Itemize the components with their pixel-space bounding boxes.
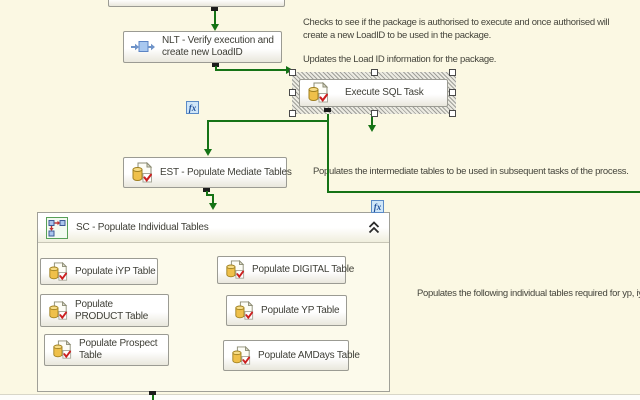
precedence-constraint[interactable] xyxy=(214,11,216,25)
task-label: Populate DIGITAL Table xyxy=(252,264,355,275)
selection-handle[interactable] xyxy=(449,89,456,96)
precedence-constraint[interactable] xyxy=(215,66,217,71)
connector-source-tick xyxy=(203,188,210,192)
annotation-intermediate-tables[interactable]: Populates the intermediate tables to be … xyxy=(313,166,629,177)
connector-source-tick xyxy=(211,7,218,11)
data-flow-task-icon xyxy=(131,41,155,52)
selection-handle[interactable] xyxy=(371,110,378,117)
task-label: Execute SQL Task xyxy=(345,87,424,98)
annotation-update-loadid[interactable]: Updates the Load ID information for the … xyxy=(303,54,497,65)
execute-sql-task-icon xyxy=(232,345,251,365)
sequence-container-header[interactable]: SC - Populate Individual Tables xyxy=(38,213,389,243)
execute-sql-task-icon xyxy=(235,300,254,320)
execute-sql-task-icon xyxy=(132,161,153,182)
annotation-individual-tables[interactable]: Populates the following individual table… xyxy=(417,288,640,299)
task-est-populate-mediate[interactable]: EST - Populate Mediate Tables xyxy=(123,157,292,188)
expression-fx-icon: fx xyxy=(371,200,384,213)
collapse-chevron-icon[interactable] xyxy=(367,221,381,234)
task-top-partial[interactable] xyxy=(108,0,285,7)
precedence-constraint[interactable] xyxy=(215,69,287,71)
execute-sql-task-icon xyxy=(49,300,68,320)
execute-sql-task-icon xyxy=(49,261,68,281)
execute-sql-task-icon xyxy=(308,82,329,103)
execute-sql-task-icon xyxy=(53,340,72,359)
precedence-constraint[interactable] xyxy=(206,191,208,196)
task-label: NLT - Verify execution and create new Lo… xyxy=(162,35,274,58)
arrowhead-icon xyxy=(209,203,217,210)
task-populate-iyp[interactable]: Populate iYP Table xyxy=(40,258,158,285)
connector-source-tick xyxy=(212,63,219,67)
precedence-constraint[interactable] xyxy=(212,194,214,204)
task-populate-prospect[interactable]: Populate Prospect Table xyxy=(44,334,169,366)
precedence-constraint[interactable] xyxy=(152,395,154,400)
sequence-container-icon xyxy=(46,216,68,239)
precedence-constraint[interactable] xyxy=(327,112,329,193)
task-label: Populate YP Table xyxy=(261,304,340,316)
task-nlt-verify-execution[interactable]: NLT - Verify execution and create new Lo… xyxy=(123,31,282,63)
task-populate-yp[interactable]: Populate YP Table xyxy=(226,295,347,326)
connector-source-tick xyxy=(324,108,331,112)
execute-sql-task-icon xyxy=(226,260,245,279)
task-populate-product[interactable]: Populate PRODUCT Table xyxy=(40,294,169,327)
canvas-bottom-edge xyxy=(0,394,640,400)
precedence-constraint[interactable] xyxy=(206,194,214,196)
task-populate-digital[interactable]: Populate DIGITAL Table xyxy=(217,256,354,284)
selection-handle[interactable] xyxy=(371,69,378,76)
task-label: Populate Prospect Table xyxy=(79,338,158,361)
task-label: Populate PRODUCT Table xyxy=(75,298,149,322)
selection-handle[interactable] xyxy=(289,110,296,117)
selection-handle[interactable] xyxy=(449,110,456,117)
arrowhead-icon xyxy=(368,125,376,132)
annotation-authorise[interactable]: Checks to see if the package is authoris… xyxy=(303,17,610,41)
task-populate-amdays[interactable]: Populate AMDays Table xyxy=(223,340,360,371)
precedence-constraint[interactable] xyxy=(207,120,209,150)
task-label: Populate iYP Table xyxy=(75,265,156,277)
task-label: Populate AMDays Table xyxy=(258,349,360,361)
task-execute-sql[interactable]: Execute SQL Task xyxy=(299,79,448,107)
arrowhead-icon xyxy=(211,24,219,31)
connector-source-tick xyxy=(149,391,156,395)
precedence-constraint[interactable] xyxy=(327,191,640,193)
expression-fx-icon: fx xyxy=(186,101,199,114)
sequence-container-label: SC - Populate Individual Tables xyxy=(76,222,209,233)
selection-handle[interactable] xyxy=(449,69,456,76)
dangling-constraint[interactable] xyxy=(371,114,373,126)
selection-handle[interactable] xyxy=(289,89,296,96)
precedence-constraint[interactable] xyxy=(208,120,329,122)
arrowhead-icon xyxy=(204,149,212,156)
task-label: EST - Populate Mediate Tables xyxy=(160,166,292,178)
selection-handle[interactable] xyxy=(289,69,296,76)
